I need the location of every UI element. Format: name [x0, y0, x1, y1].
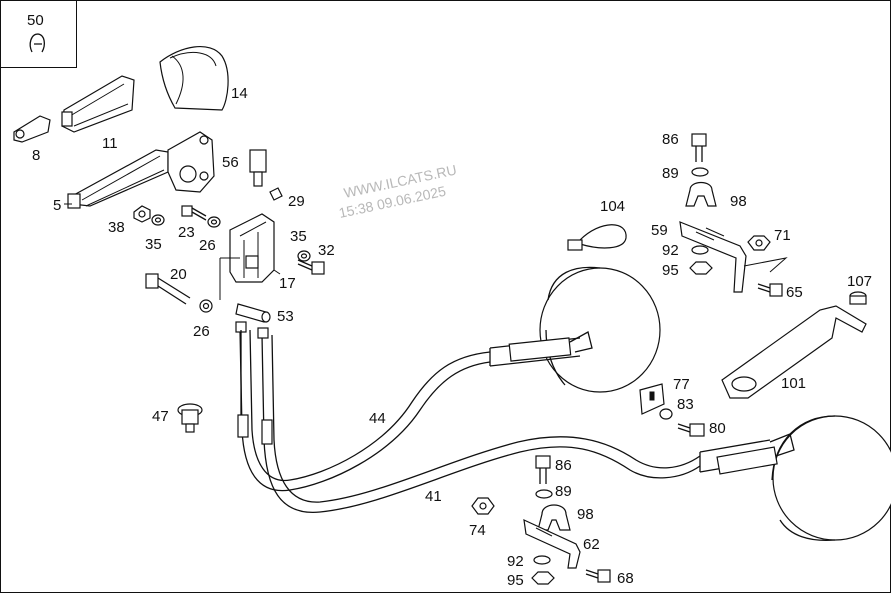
label-89a: 89 [662, 165, 679, 182]
label-65: 65 [786, 284, 803, 301]
part-20-bolt [145, 273, 191, 305]
label-41: 41 [425, 488, 442, 505]
part-68-bolt [585, 569, 611, 583]
part-89-washer-bottom [535, 489, 553, 499]
part-104-cable-tie [567, 224, 627, 251]
part-83-washer [659, 408, 673, 420]
part-80-bolt [677, 423, 705, 437]
label-89b: 89 [555, 483, 572, 500]
part-17-housing [219, 213, 275, 300]
inset-box-50 [0, 0, 77, 68]
leader-lines [64, 203, 788, 275]
cable-44 [235, 321, 593, 492]
label-86a: 86 [662, 131, 679, 148]
brake-drum-right [771, 415, 891, 542]
part-5-lever [67, 149, 169, 209]
part-35-washer-a [151, 214, 165, 226]
part-98-clamp-bottom [537, 504, 571, 531]
label-56: 56 [222, 154, 239, 171]
label-20: 20 [170, 266, 187, 283]
part-92-washer-top [691, 245, 709, 255]
part-35-washer-b [297, 250, 311, 262]
label-98a: 98 [730, 193, 747, 210]
watermark: WWW.ILCATS.RU 15:38 09.06.2025 [337, 161, 458, 221]
part-71-nut [747, 235, 771, 251]
label-95b: 95 [507, 572, 524, 589]
label-98b: 98 [577, 506, 594, 523]
label-77: 77 [673, 376, 690, 393]
label-95a: 95 [662, 262, 679, 279]
part-26-washer-b [199, 299, 213, 313]
callout-labels: 50 8 11 14 5 56 29 38 35 23 26 35 32 20 … [27, 12, 872, 589]
part-65-bolt [757, 283, 783, 297]
part-23-bolt [181, 205, 207, 221]
label-44: 44 [369, 410, 386, 427]
label-35a: 35 [145, 236, 162, 253]
label-17: 17 [279, 275, 296, 292]
part-77-plate [639, 383, 665, 415]
label-8: 8 [32, 147, 40, 164]
part-98-clamp-top [685, 181, 717, 207]
clip-part-50 [29, 33, 45, 53]
part-86-bolt-top [691, 133, 707, 162]
cable-41 [257, 327, 795, 513]
label-38: 38 [108, 219, 125, 236]
label-50: 50 [27, 12, 44, 29]
label-11: 11 [102, 135, 118, 152]
part-59-bracket [679, 221, 747, 293]
part-lever-bracket [167, 131, 215, 193]
label-104: 104 [600, 198, 625, 215]
part-26-washer-a [207, 216, 221, 228]
part-92-washer-bottom [533, 555, 551, 565]
label-35b: 35 [290, 228, 307, 245]
part-62-bracket [523, 518, 581, 569]
label-107: 107 [847, 273, 872, 290]
label-74: 74 [469, 522, 486, 539]
label-83: 83 [677, 396, 694, 413]
part-107-bushing [849, 291, 867, 305]
part-101-bracket [721, 305, 867, 399]
part-38-nut [133, 205, 151, 223]
part-47-grommet [177, 403, 203, 433]
label-5: 5 [53, 197, 61, 214]
label-71: 71 [774, 227, 791, 244]
part-53-pin [235, 303, 271, 323]
label-62: 62 [583, 536, 600, 553]
label-101: 101 [781, 375, 806, 392]
label-92b: 92 [507, 553, 524, 570]
part-8 [13, 115, 51, 143]
part-32-bolt [297, 259, 325, 275]
label-86b: 86 [555, 457, 572, 474]
brake-drum-left [539, 266, 661, 393]
label-26a: 26 [199, 237, 216, 254]
part-56-switch [249, 149, 267, 187]
part-95-nut-top [689, 261, 713, 275]
label-68: 68 [617, 570, 634, 587]
label-53: 53 [277, 308, 294, 325]
part-86-bolt-bottom [535, 455, 551, 484]
part-11-lever-cover [61, 75, 135, 133]
label-92a: 92 [662, 242, 679, 259]
label-26b: 26 [193, 323, 210, 340]
part-14-boot [159, 46, 229, 111]
label-47: 47 [152, 408, 169, 425]
part-89-washer-top [691, 167, 709, 177]
label-29: 29 [288, 193, 305, 210]
part-74-nut [471, 497, 495, 515]
label-32: 32 [318, 242, 335, 259]
label-80: 80 [709, 420, 726, 437]
label-14: 14 [231, 85, 248, 102]
label-59: 59 [651, 222, 668, 239]
part-29-clip [269, 187, 283, 201]
label-23: 23 [178, 224, 195, 241]
part-95-nut-bottom [531, 571, 555, 585]
